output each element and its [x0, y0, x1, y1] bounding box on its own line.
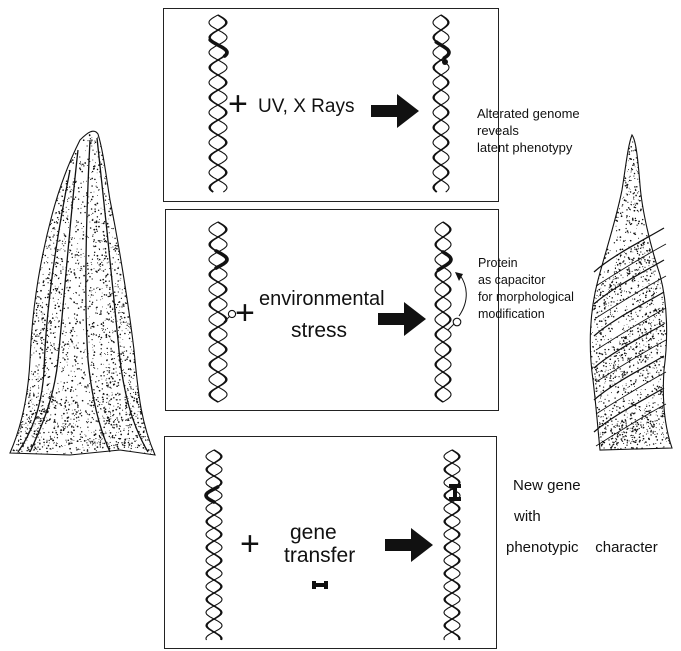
panel-stress-result-line-3: for morphological [478, 291, 574, 304]
panel-transfer-agent-line-2: transfer [284, 545, 355, 566]
panel-transfer-plus-sign: + [240, 527, 260, 561]
panel-stress-result-line-1: Protein [478, 257, 518, 270]
panel-transfer-result-line-1: New gene [513, 478, 581, 493]
panel-stress-result-line-4: modification [478, 308, 545, 321]
panel-uv-result-line-3: latent phenotypy [477, 141, 572, 154]
right-specimen-outline [590, 135, 672, 450]
panel-uv-agent-label: UV, X Rays [258, 97, 354, 116]
panel-stress-result-line-2: as capacitor [478, 274, 545, 287]
panel-stress-agent-line-1: environmental [259, 289, 385, 309]
panel-uv-plus-sign: + [228, 87, 248, 121]
panel-transfer-result-line-3: phenotypic character [506, 540, 658, 555]
left-specimen-rib [86, 140, 110, 452]
right-specimen-illustration [584, 129, 675, 456]
left-specimen-illustration [4, 124, 161, 461]
panel-uv-result-line-1: Alterated genome [477, 107, 580, 120]
panel-stress-agent-line-2: stress [291, 320, 347, 341]
left-specimen-rib [30, 150, 78, 452]
panel-transfer-result-line-2: with [514, 509, 541, 524]
panel-uv-result-line-2: reveals [477, 124, 519, 137]
panel-stress-box [165, 209, 499, 411]
panel-stress-plus-sign: + [235, 296, 255, 330]
panel-transfer-agent-line-1: gene [290, 522, 337, 543]
right-specimen-spiral-band [596, 404, 666, 446]
